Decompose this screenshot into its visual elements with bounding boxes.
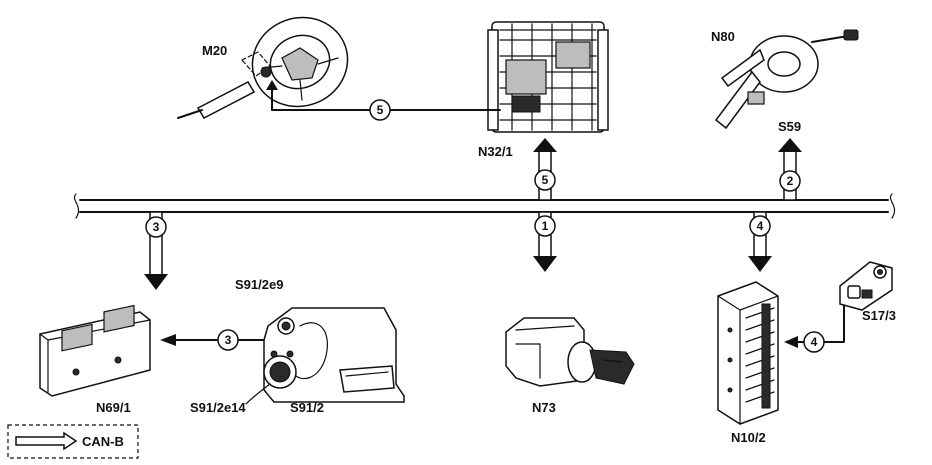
signal-4-down: 4	[749, 215, 771, 237]
s91-2e14-label: S91/2e14	[190, 400, 246, 415]
legend-label: CAN-B	[82, 434, 124, 449]
n10-2-label: N10/2	[731, 430, 766, 445]
svg-text:1: 1	[542, 219, 549, 233]
legend-can-b: CAN-B	[7, 424, 139, 459]
signal-3-left: 3	[217, 329, 239, 351]
seat-illustration	[487, 21, 609, 133]
svg-text:2: 2	[787, 174, 794, 188]
s17-3-label: S17/3	[862, 308, 896, 323]
steering-wheel-illustration	[177, 16, 349, 119]
connection-s91-2-to-n69-1	[160, 334, 271, 346]
signal-1: 1	[534, 215, 556, 237]
svg-text:3: 3	[225, 333, 232, 347]
ignition-lock-illustration	[505, 317, 635, 387]
svg-text:4: 4	[811, 335, 818, 349]
signal-5-top: 5	[369, 99, 391, 121]
n32-1-label: N32/1	[478, 144, 513, 159]
svg-text:5: 5	[542, 173, 549, 187]
signal-4-left: 4	[803, 331, 825, 353]
signal-3-down: 3	[145, 216, 167, 238]
svg-text:5: 5	[377, 103, 384, 117]
svg-text:3: 3	[153, 220, 160, 234]
can-b-bus	[73, 193, 896, 219]
door-contact-switch-illustration	[839, 261, 893, 311]
m20-label: M20	[202, 43, 227, 58]
s59-label: S59	[778, 119, 801, 134]
steering-column-module-illustration	[714, 29, 859, 130]
n73-label: N73	[532, 400, 556, 415]
svg-text:4: 4	[757, 219, 764, 233]
signal-2: 2	[779, 170, 801, 192]
sam-control-module-illustration	[717, 281, 779, 425]
s91-2-label: S91/2	[290, 400, 324, 415]
s91-2e9-label: S91/2e9	[235, 277, 283, 292]
door-control-module-illustration	[39, 304, 151, 397]
switch-unit-illustration	[245, 307, 405, 405]
n80-label: N80	[711, 29, 735, 44]
signal-5-mid: 5	[534, 169, 556, 191]
n69-1-label: N69/1	[96, 400, 131, 415]
